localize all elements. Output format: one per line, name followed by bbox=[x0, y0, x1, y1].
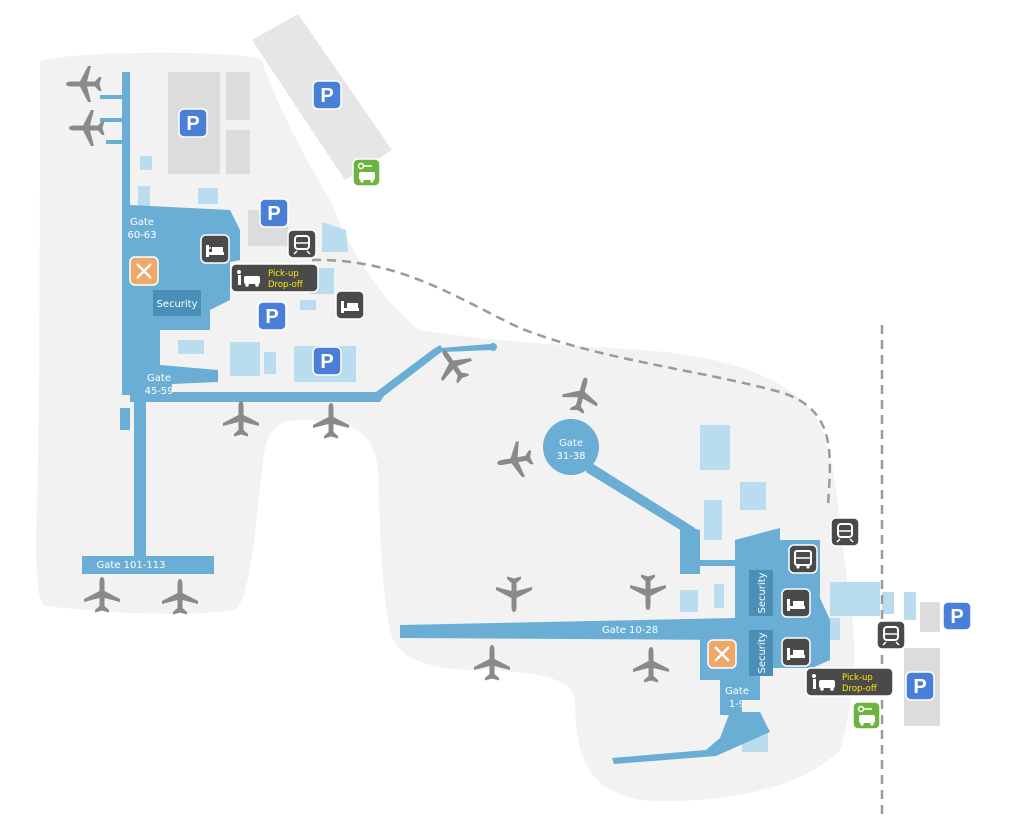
train-icon[interactable] bbox=[830, 517, 860, 547]
pickup-car-icon bbox=[237, 270, 260, 287]
parking-icon[interactable]: P bbox=[312, 346, 342, 376]
parking-icon[interactable]: P bbox=[942, 601, 972, 631]
pickup-label: Pick-up bbox=[842, 673, 873, 683]
hotel-bed-icon[interactable] bbox=[200, 234, 230, 264]
pickup-label: Pick-up bbox=[268, 269, 299, 279]
security-areas bbox=[153, 290, 773, 676]
parking-badges: P P P P P P P bbox=[178, 80, 972, 701]
car-rental-icon[interactable] bbox=[852, 701, 881, 730]
hotel-bed-icon[interactable] bbox=[335, 290, 365, 320]
security-label-east-2: Security bbox=[757, 632, 768, 673]
parking-icon[interactable]: P bbox=[905, 671, 935, 701]
pickup-car-icon bbox=[812, 674, 835, 691]
restaurant-icon[interactable] bbox=[129, 256, 159, 286]
security-label-west: Security bbox=[156, 299, 197, 310]
gate-101-113-label: Gate 101-113 bbox=[97, 560, 166, 571]
hotel-bed-icon[interactable] bbox=[781, 588, 811, 618]
svg-text:P: P bbox=[267, 203, 280, 225]
parking-icon[interactable]: P bbox=[257, 301, 287, 331]
gate-10-28-label: Gate 10-28 bbox=[602, 625, 658, 636]
pickup-dropoff-west[interactable]: Pick-up Drop-off bbox=[230, 263, 319, 293]
security-labels: Security Security Security bbox=[156, 299, 768, 674]
parking-icon[interactable]: P bbox=[259, 198, 289, 228]
parking-icon[interactable]: P bbox=[178, 108, 208, 138]
bus-icon[interactable] bbox=[788, 544, 818, 574]
dropoff-label: Drop-off bbox=[268, 280, 304, 290]
car-rental-icon[interactable] bbox=[352, 158, 381, 187]
restaurant-badges bbox=[129, 256, 737, 669]
svg-text:P: P bbox=[320, 351, 333, 373]
pickup-dropoff-east[interactable]: Pick-up Drop-off bbox=[805, 667, 894, 697]
hotel-badges bbox=[200, 234, 811, 667]
dropoff-label: Drop-off bbox=[842, 684, 878, 694]
train-icon[interactable] bbox=[876, 620, 906, 650]
parking-icon[interactable]: P bbox=[312, 80, 342, 110]
security-label-east-1: Security bbox=[757, 572, 768, 613]
svg-text:P: P bbox=[950, 606, 963, 628]
shuttle-route bbox=[311, 258, 832, 509]
svg-text:P: P bbox=[186, 113, 199, 135]
svg-text:P: P bbox=[265, 306, 278, 328]
svg-text:P: P bbox=[913, 676, 926, 698]
hotel-bed-icon[interactable] bbox=[781, 637, 811, 667]
train-badges bbox=[287, 229, 906, 650]
parking-lots bbox=[168, 72, 940, 726]
ancillary-buildings bbox=[138, 156, 916, 752]
train-icon[interactable] bbox=[287, 229, 317, 259]
car-rental-badges bbox=[352, 158, 881, 730]
restaurant-icon[interactable] bbox=[707, 639, 737, 669]
svg-text:P: P bbox=[320, 85, 333, 107]
